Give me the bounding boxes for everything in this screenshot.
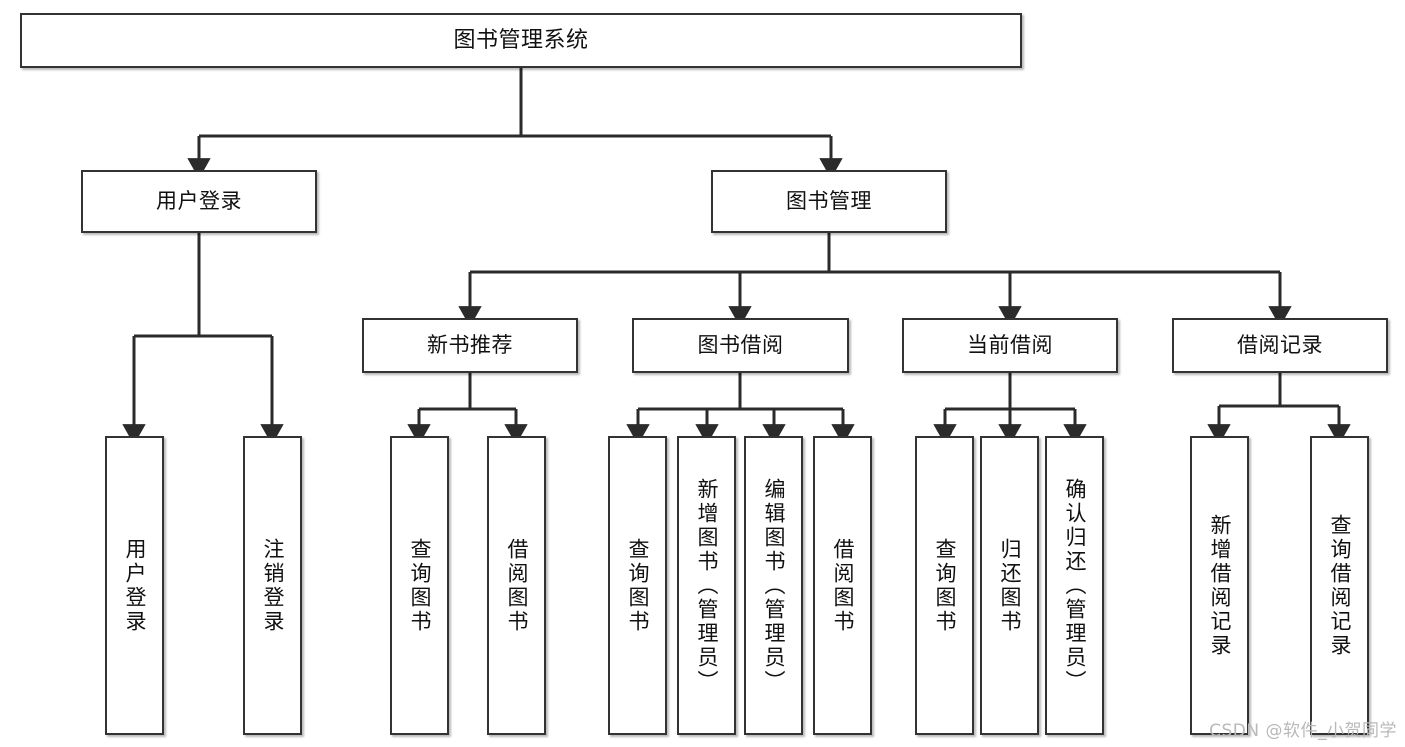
node-borrow-record[interactable]: 借阅记录 bbox=[1172, 318, 1388, 373]
node-book-borrow[interactable]: 图书借阅 bbox=[632, 318, 849, 373]
node-book-manage-label: 图书管理 bbox=[786, 189, 872, 214]
node-leaf-edit-book-label: 编辑图书（管理员） bbox=[762, 477, 786, 694]
node-leaf-return-book-label: 归还图书 bbox=[998, 537, 1022, 634]
node-book-manage[interactable]: 图书管理 bbox=[711, 170, 947, 233]
node-leaf-add-book[interactable]: 新增图书（管理员） bbox=[677, 436, 736, 735]
csdn-watermark: CSDN @软件_小贺同学 bbox=[1209, 721, 1397, 741]
node-leaf-edit-book[interactable]: 编辑图书（管理员） bbox=[744, 436, 803, 735]
node-borrow-record-label: 借阅记录 bbox=[1237, 333, 1323, 358]
node-leaf-query-book-1-label: 查询图书 bbox=[408, 537, 432, 634]
node-leaf-return-book[interactable]: 归还图书 bbox=[980, 436, 1039, 735]
node-leaf-borrow-book-1-label: 借阅图书 bbox=[505, 537, 529, 634]
node-current-borrow-label: 当前借阅 bbox=[967, 333, 1053, 358]
node-leaf-user-login-label: 用户登录 bbox=[123, 537, 147, 634]
node-leaf-borrow-book-1[interactable]: 借阅图书 bbox=[487, 436, 546, 735]
node-user-login-label: 用户登录 bbox=[156, 189, 242, 214]
node-leaf-confirm-return[interactable]: 确认归还（管理员） bbox=[1045, 436, 1104, 735]
node-leaf-confirm-return-label: 确认归还（管理员） bbox=[1063, 477, 1087, 694]
node-current-borrow[interactable]: 当前借阅 bbox=[902, 318, 1118, 373]
node-leaf-query-book-3[interactable]: 查询图书 bbox=[915, 436, 974, 735]
node-new-book-recommend-label: 新书推荐 bbox=[427, 333, 513, 358]
node-leaf-user-logout[interactable]: 注销登录 bbox=[243, 436, 302, 735]
node-user-login[interactable]: 用户登录 bbox=[81, 170, 317, 233]
node-book-borrow-label: 图书借阅 bbox=[697, 333, 784, 358]
node-leaf-query-book-2[interactable]: 查询图书 bbox=[608, 436, 667, 735]
node-leaf-user-login[interactable]: 用户登录 bbox=[105, 436, 164, 735]
node-root[interactable]: 图书管理系统 bbox=[20, 13, 1022, 68]
node-leaf-add-record[interactable]: 新增借阅记录 bbox=[1190, 436, 1249, 735]
node-leaf-query-book-2-label: 查询图书 bbox=[626, 537, 650, 634]
node-leaf-query-record[interactable]: 查询借阅记录 bbox=[1310, 436, 1369, 735]
node-leaf-add-record-label: 新增借阅记录 bbox=[1208, 513, 1232, 658]
node-leaf-borrow-book-2[interactable]: 借阅图书 bbox=[813, 436, 872, 735]
node-leaf-query-book-1[interactable]: 查询图书 bbox=[390, 436, 449, 735]
node-new-book-recommend[interactable]: 新书推荐 bbox=[362, 318, 578, 373]
node-leaf-user-logout-label: 注销登录 bbox=[261, 537, 285, 634]
node-leaf-borrow-book-2-label: 借阅图书 bbox=[831, 537, 855, 634]
node-leaf-add-book-label: 新增图书（管理员） bbox=[695, 477, 719, 694]
node-root-label: 图书管理系统 bbox=[453, 27, 589, 53]
node-leaf-query-book-3-label: 查询图书 bbox=[933, 537, 957, 634]
node-leaf-query-record-label: 查询借阅记录 bbox=[1328, 513, 1352, 658]
